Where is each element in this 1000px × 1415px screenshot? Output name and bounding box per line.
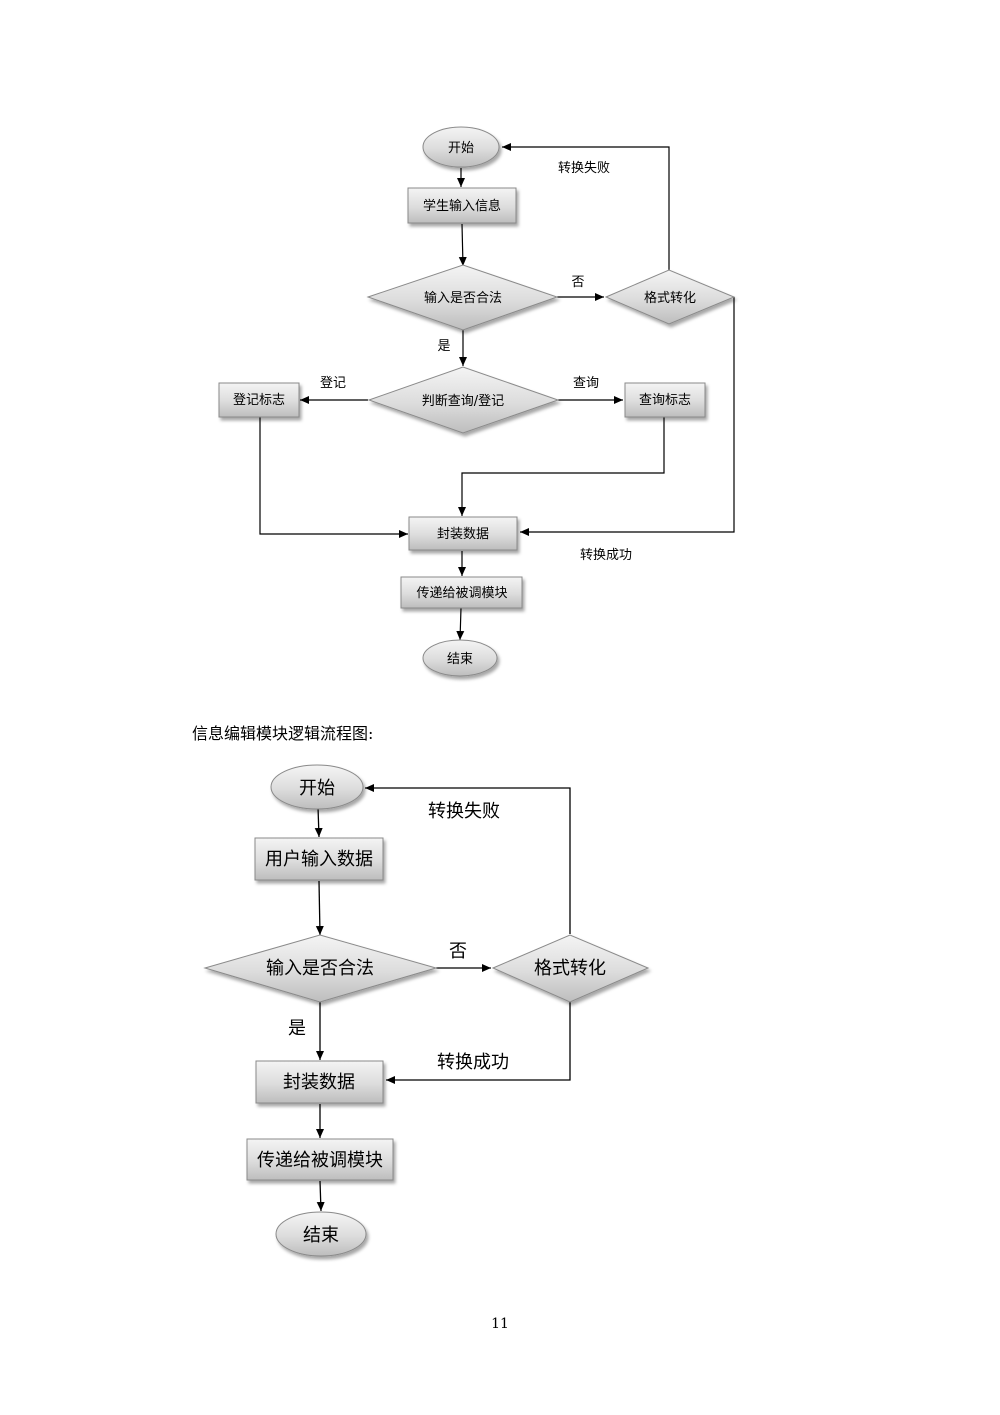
edge-convert-fail-to-start [502, 143, 670, 275]
page-number: 11 [491, 1316, 509, 1332]
d2-format-convert-label: 格式转化 [534, 958, 606, 979]
edge-query-to-pack [458, 416, 665, 516]
d2-start-node: 开始 [270, 764, 364, 810]
d1-input-valid-decision: 输入是否合法 [366, 264, 559, 331]
edge-input-to-valid [458, 223, 467, 267]
d2-user-input-node: 用户输入数据 [254, 837, 384, 881]
d1-query-edge-label: 查询 [573, 376, 599, 391]
d1-query-flag-label: 查询标志 [639, 393, 691, 408]
d2-end-node: 结束 [275, 1211, 367, 1257]
d2-end-label: 结束 [303, 1225, 339, 1246]
d1-register-flag-label: 登记标志 [233, 393, 285, 408]
d1-no-label: 否 [571, 275, 584, 290]
d2-format-convert-decision: 格式转化 [491, 934, 650, 1003]
d1-end-node: 结束 [422, 639, 498, 677]
d1-student-input-node: 学生输入信息 [407, 187, 517, 224]
edge2-convert-fail-to-start [365, 784, 571, 934]
d2-pass-node: 传递给被调模块 [246, 1138, 394, 1181]
d1-start-node: 开始 [422, 126, 500, 168]
d1-judge-decision: 判断查询/登记 [367, 366, 560, 434]
d1-student-input-label: 学生输入信息 [423, 198, 501, 214]
d2-yes-label: 是 [288, 1018, 306, 1039]
d1-yes-label: 是 [437, 339, 450, 354]
d1-pass-node: 传递给被调模块 [400, 576, 523, 609]
edge2-start-to-input [314, 806, 323, 838]
d2-convert-success-label: 转换成功 [437, 1052, 509, 1073]
d2-convert-fail-label: 转换失败 [428, 801, 500, 822]
d1-start-label: 开始 [448, 141, 474, 156]
edge-pass-to-end [456, 607, 465, 641]
d2-pack-node: 封装数据 [255, 1060, 384, 1104]
edge-register-to-pack [259, 416, 408, 538]
d1-format-convert-label: 格式转化 [644, 290, 696, 306]
d1-query-flag-node: 查询标志 [624, 382, 706, 418]
d1-end-label: 结束 [447, 652, 473, 667]
edge2-pass-to-end [316, 1180, 325, 1212]
d1-format-convert-decision: 格式转化 [604, 269, 736, 325]
edge-convert-success-to-pack [520, 297, 735, 536]
diagram1-connectors [259, 143, 735, 641]
d2-input-valid-decision: 输入是否合法 [203, 934, 438, 1003]
d1-convert-fail-label: 转换失败 [558, 161, 610, 176]
d2-no-label: 否 [449, 941, 467, 962]
figure-caption: 信息编辑模块逻辑流程图: [192, 724, 374, 743]
d1-pack-node: 封装数据 [408, 516, 518, 551]
d1-convert-success-label: 转换成功 [580, 548, 632, 563]
d1-pass-label: 传递给被调模块 [416, 586, 507, 601]
edge2-convert-success-to-pack [386, 1002, 571, 1084]
d1-pack-label: 封装数据 [437, 527, 489, 542]
d1-register-flag-node: 登记标志 [218, 382, 300, 418]
diagram-2: 开始 用户输入数据 输入是否合法 格式转化 封装数据 传递给被调模块 结束 转换… [203, 764, 650, 1257]
d1-register-edge-label: 登记 [320, 376, 346, 391]
diagram-1: 开始 学生输入信息 输入是否合法 格式转化 判断查询/登记 登记标志 查询标志 [218, 126, 736, 677]
d2-start-label: 开始 [299, 778, 335, 799]
edge2-input-to-valid [315, 880, 324, 936]
d1-input-valid-label: 输入是否合法 [424, 290, 502, 306]
d2-pass-label: 传递给被调模块 [257, 1150, 383, 1171]
d1-judge-label: 判断查询/登记 [422, 394, 504, 409]
d2-pack-label: 封装数据 [283, 1072, 355, 1093]
diagram2-connectors [314, 784, 571, 1212]
d2-user-input-label: 用户输入数据 [265, 849, 373, 870]
d2-input-valid-label: 输入是否合法 [266, 958, 374, 979]
